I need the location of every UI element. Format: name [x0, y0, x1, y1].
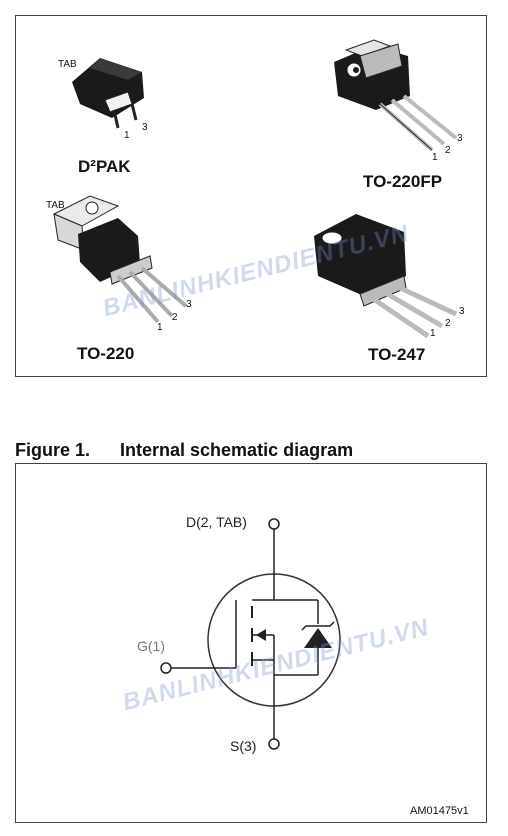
to247-pin-3: 3 [459, 306, 465, 317]
gate-terminal [160, 662, 172, 674]
drain-terminal [268, 518, 280, 530]
d2pak-tab-label: TAB [58, 59, 77, 70]
gate-label: G(1) [137, 638, 165, 654]
schematic-panel [15, 463, 487, 823]
to247-pin-2: 2 [445, 318, 451, 329]
diode-triangle [304, 628, 332, 648]
figure-caption: Figure 1. Internal schematic diagram [15, 440, 353, 461]
to220-drawing [52, 195, 188, 324]
to220fp-pin-3: 3 [457, 133, 463, 144]
source-label: S(3) [230, 738, 257, 754]
to220-label: TO-220 [77, 344, 135, 363]
d2pak-pin-1: 1 [124, 130, 130, 141]
d2pak-drawing [72, 58, 144, 129]
to247-drawing [314, 214, 458, 339]
to220fp-label: TO-220FP [363, 172, 443, 191]
to220-pin-3: 3 [186, 299, 192, 310]
to220fp-pin-1: 1 [432, 152, 438, 163]
to220-pin-1: 1 [157, 322, 163, 333]
d2pak-pin-3: 3 [142, 122, 148, 133]
figure-title: Internal schematic diagram [120, 440, 354, 460]
to247-pin-1: 1 [430, 328, 436, 339]
to220fp-pin-2: 2 [445, 145, 451, 156]
figure-reference-code: AM01475v1 [410, 805, 469, 817]
to220-pin-2: 2 [172, 312, 178, 323]
drain-label: D(2, TAB) [186, 514, 247, 530]
to220-tab-label: TAB [46, 200, 65, 211]
to247-label: TO-247 [368, 345, 426, 364]
source-terminal [268, 738, 280, 750]
to220fp-drawing [334, 39, 458, 152]
figure-number: Figure 1. [15, 440, 91, 460]
d2pak-label: D²PAK [78, 157, 131, 176]
